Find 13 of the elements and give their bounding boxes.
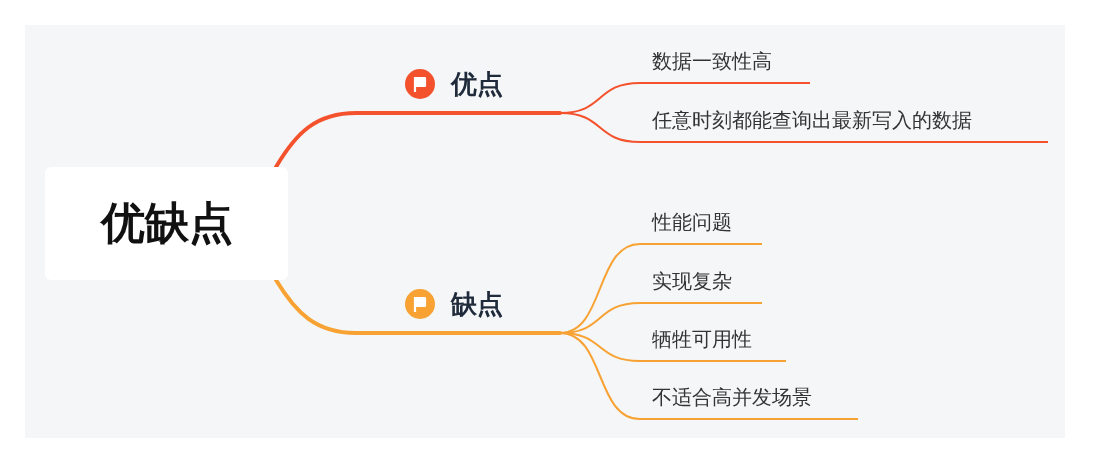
subtopic-label: 任意时刻都能查询出最新写入的数据 — [640, 99, 1048, 143]
branch-line — [559, 332, 641, 420]
topic-label: 优点 — [451, 67, 503, 101]
branch-line — [274, 278, 562, 335]
branch-line — [559, 112, 641, 143]
subtopic-label: 数据一致性高 — [640, 40, 810, 84]
subtopic-label: 性能问题 — [640, 201, 762, 245]
central-topic: 优缺点 — [45, 167, 288, 280]
branch-line — [274, 111, 562, 169]
subtopic-label: 实现复杂 — [640, 260, 762, 304]
subtopic-label: 牺牲可用性 — [640, 318, 786, 362]
subtopic-label: 不适合高并发场景 — [640, 376, 858, 420]
topic-label: 缺点 — [451, 287, 503, 321]
